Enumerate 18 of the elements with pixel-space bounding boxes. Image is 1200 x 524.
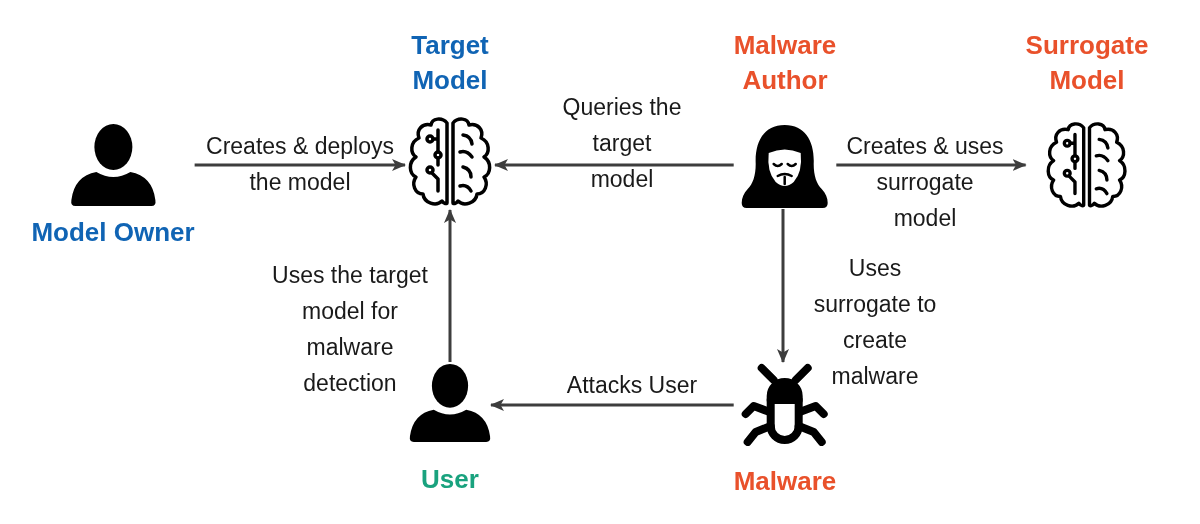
arrow: [494, 159, 734, 171]
node-title: Surrogate Model: [1025, 29, 1149, 97]
arrow: [777, 209, 789, 363]
node-title: Model Owner: [31, 216, 195, 249]
edge-label: Uses the target model for malware detection: [271, 261, 429, 398]
edge-label: Uses surrogate to create malware: [812, 254, 938, 391]
node-title: Malware: [733, 465, 837, 498]
node-title: User: [421, 463, 479, 496]
edge-label: Attacks User: [566, 371, 698, 400]
arrow: [836, 159, 1027, 171]
arrow: [444, 209, 456, 362]
arrow: [194, 159, 406, 171]
edge-label: Creates & uses surrogate model: [845, 132, 1005, 233]
arrow: [490, 399, 734, 411]
edge-label: Queries the target model: [561, 93, 683, 194]
edge-label: Creates & deploys the model: [205, 132, 395, 197]
node-title: Malware Author: [733, 29, 837, 97]
node-title: Target Model: [411, 29, 489, 97]
